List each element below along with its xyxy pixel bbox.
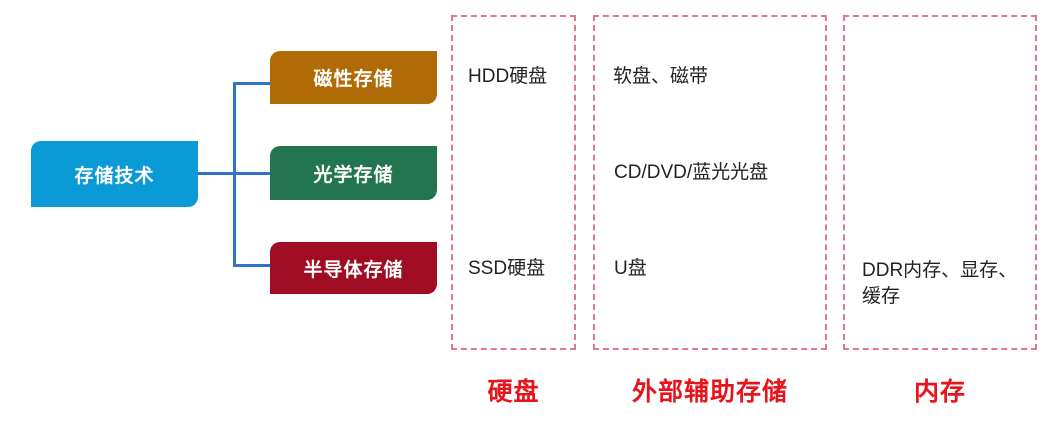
connector-root (198, 172, 235, 175)
category-label-external-storage: 外部辅助存储 (631, 377, 788, 406)
category-box-hard-disk (451, 15, 576, 350)
category-label-hard-disk: 硬盘 (487, 377, 540, 406)
item-usb-drive: U盘 (614, 258, 647, 279)
branch-label-magnetic: 磁性存储 (313, 68, 394, 90)
branch-node-magnetic: 磁性存储 (270, 51, 437, 104)
connector-optical (233, 172, 270, 175)
branch-node-optical: 光学存储 (270, 146, 437, 200)
root-node-storage-tech: 存储技术 (31, 141, 198, 207)
category-label-memory: 内存 (913, 377, 966, 406)
root-node-label: 存储技术 (74, 164, 155, 187)
connector-semiconductor (233, 264, 270, 267)
branch-node-semiconductor: 半导体存储 (270, 242, 437, 294)
category-box-memory (843, 15, 1037, 350)
item-optical-disc: CD/DVD/蓝光光盘 (614, 162, 769, 183)
item-hdd: HDD硬盘 (468, 66, 548, 87)
item-ssd: SSD硬盘 (468, 258, 546, 279)
item-ram-cache: DDR内存、显存、缓存 (862, 260, 1018, 307)
branch-label-optical: 光学存储 (313, 163, 394, 186)
branch-label-semiconductor: 半导体存储 (303, 258, 404, 281)
connector-magnetic (233, 82, 270, 85)
category-box-external-storage (593, 15, 827, 350)
item-floppy-tape: 软盘、磁带 (613, 66, 709, 87)
